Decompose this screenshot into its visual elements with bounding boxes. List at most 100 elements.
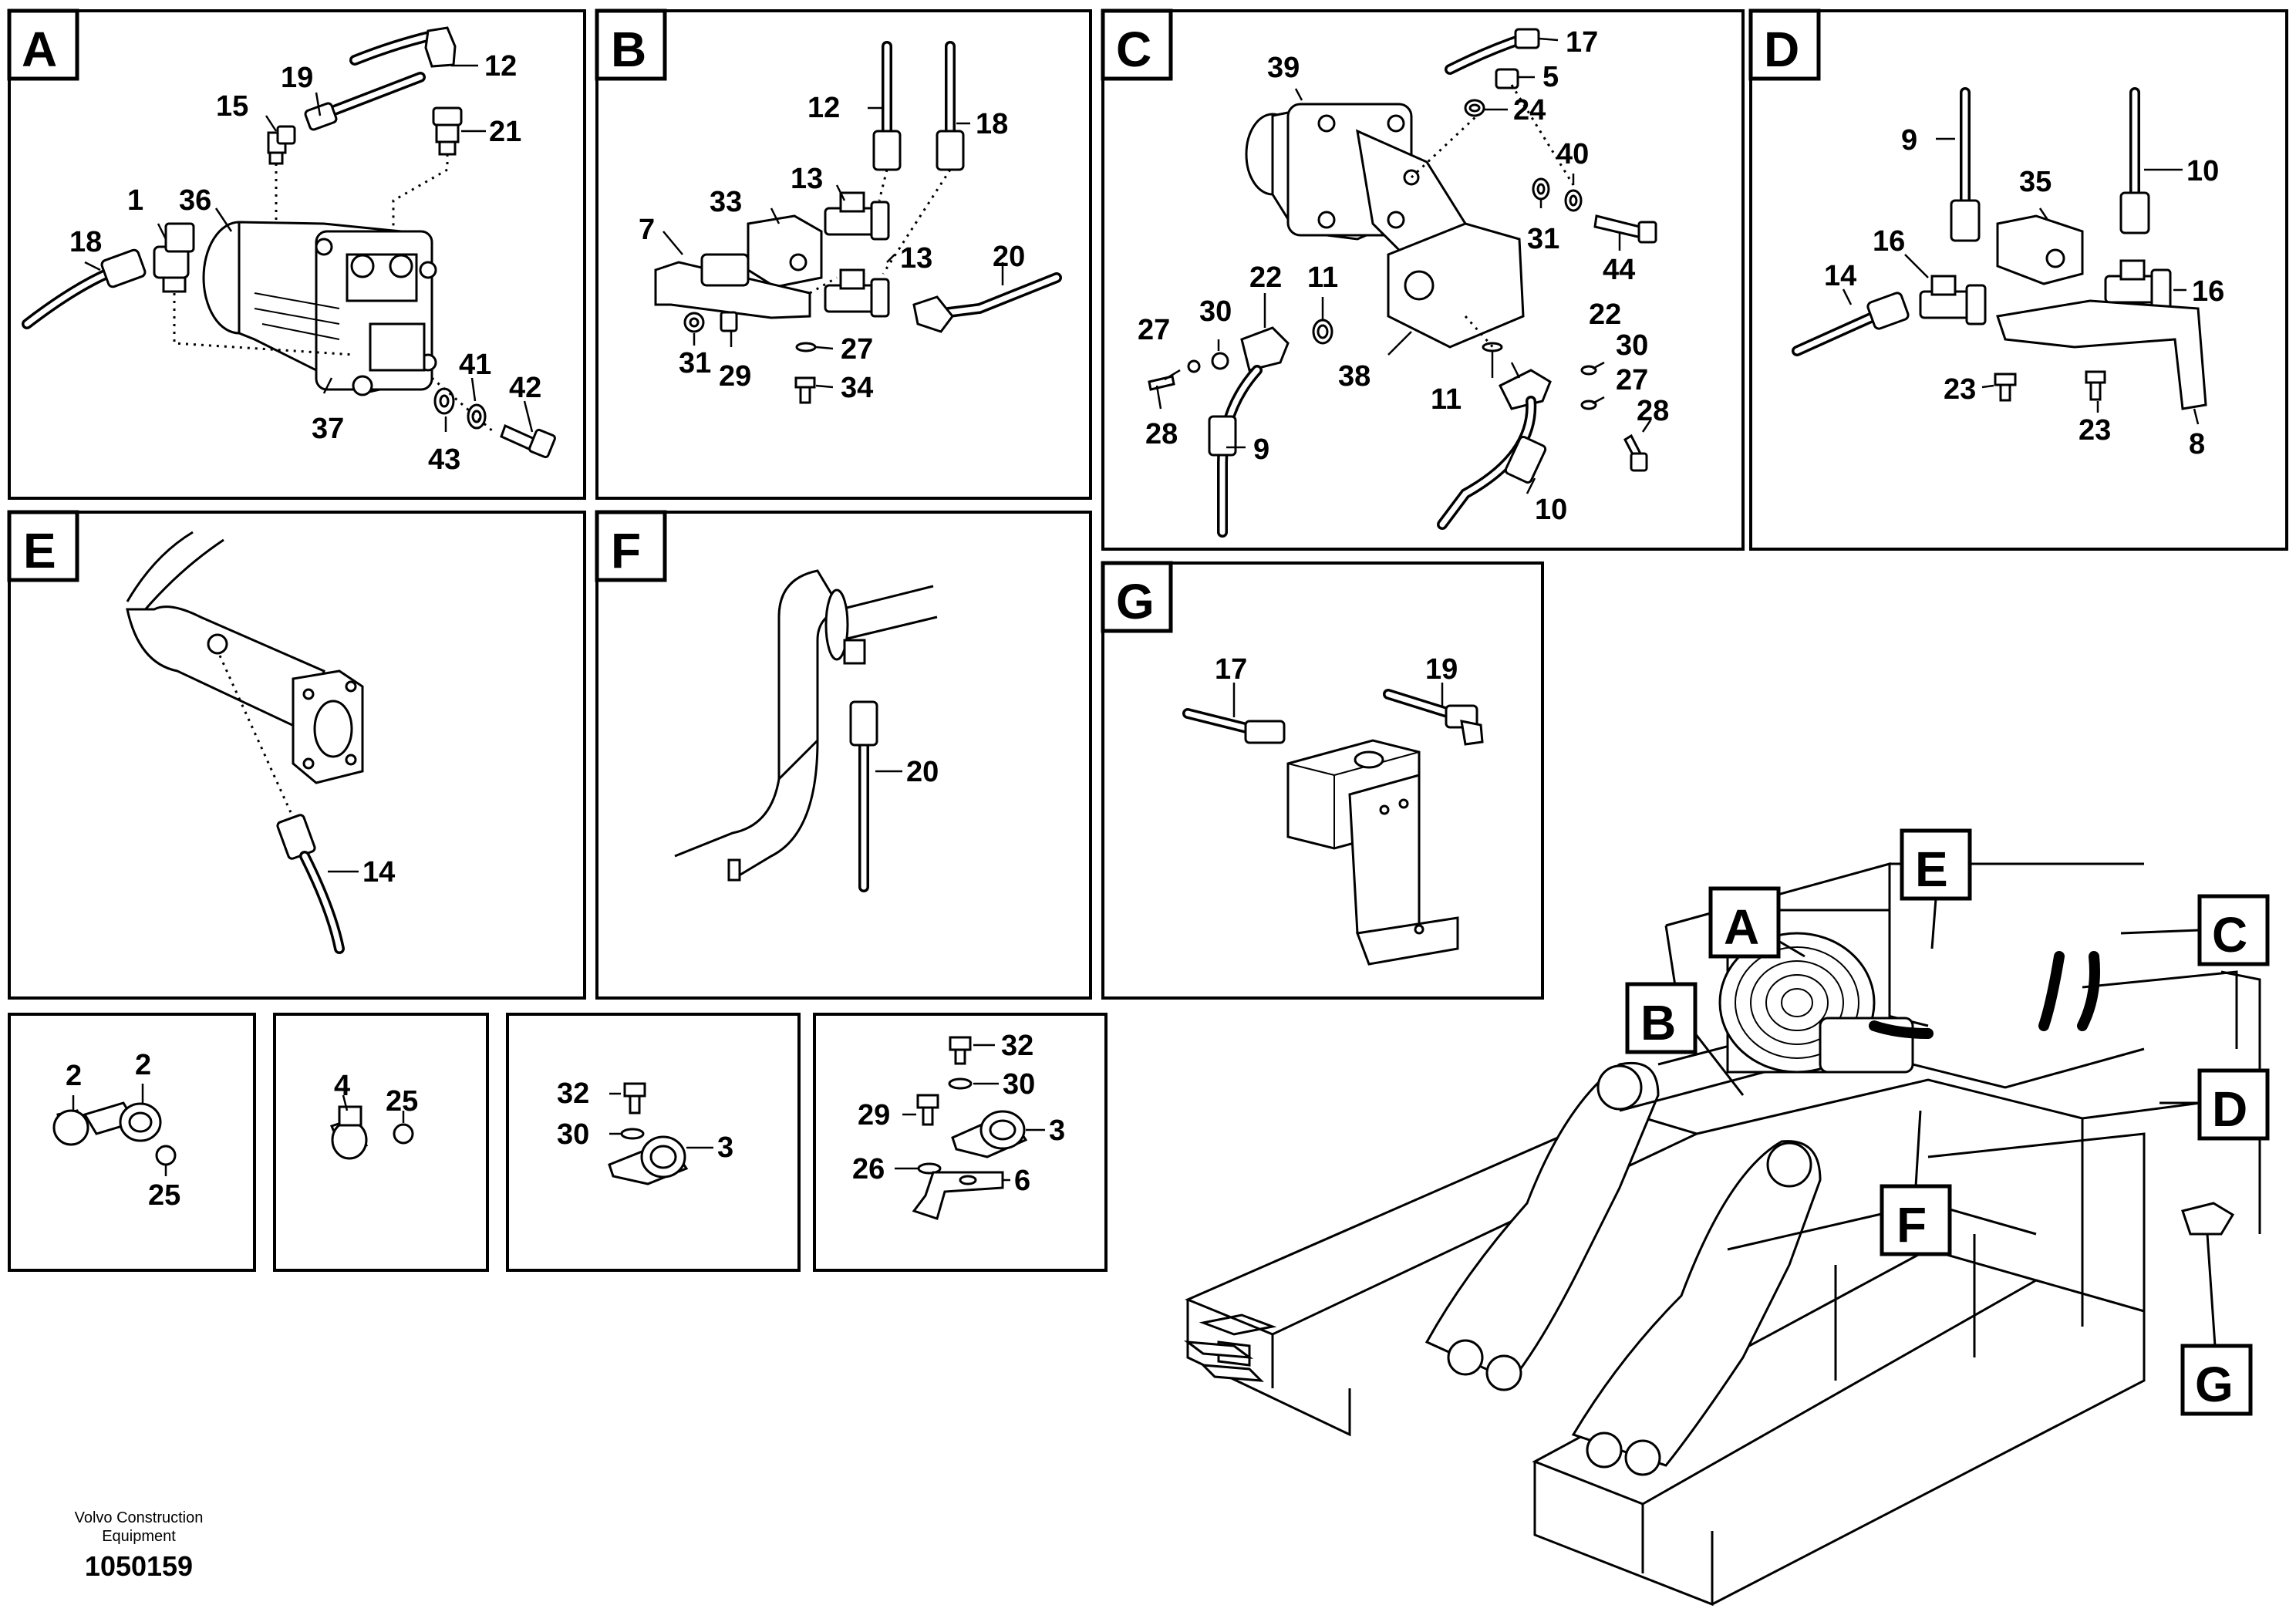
- label-d-8: 8: [2189, 428, 2205, 460]
- callout-e: E: [1900, 828, 1972, 949]
- label-c-31: 31: [1527, 223, 1559, 255]
- label-b-33: 33: [710, 186, 742, 218]
- label-c-39: 39: [1267, 52, 1300, 84]
- label-c-17: 17: [1566, 26, 1598, 59]
- callout-c: C: [2120, 894, 2270, 966]
- label-b-18: 18: [976, 108, 1008, 140]
- label-a-37: 37: [312, 413, 344, 445]
- panel-b: B: [595, 8, 1092, 500]
- panel-a: A: [7, 8, 586, 500]
- panel-a-letter: A: [22, 22, 57, 77]
- label-b-12: 12: [807, 92, 840, 124]
- label-c-40: 40: [1556, 138, 1589, 170]
- label-c-5: 5: [1542, 61, 1559, 93]
- company-name: Volvo Construction Equipment: [46, 1509, 231, 1546]
- label-s3-30: 30: [557, 1118, 589, 1151]
- machine-frame-overview: [1183, 862, 2261, 1607]
- label-b-13: 13: [791, 163, 823, 195]
- drawing-number: 1050159: [84, 1550, 194, 1582]
- label-b-7: 7: [639, 214, 655, 246]
- label-b-29: 29: [719, 360, 751, 393]
- panel-d-letter: D: [1764, 22, 1799, 77]
- label-a-36: 36: [179, 184, 211, 217]
- label-s4-30: 30: [1003, 1068, 1035, 1101]
- label-c-30b: 30: [1616, 329, 1648, 362]
- callout-b: B: [1625, 982, 1745, 1096]
- label-s1-2b: 2: [135, 1049, 151, 1081]
- label-a-18: 18: [69, 226, 102, 258]
- callout-e-letter: E: [1915, 841, 1948, 897]
- panel-c: C: [1101, 8, 1745, 551]
- hose-18: [22, 248, 147, 329]
- callout-f-letter: F: [1896, 1197, 1927, 1253]
- callout-f: F: [1880, 1110, 1952, 1256]
- label-s4-32: 32: [1001, 1030, 1033, 1062]
- callout-g-letter: G: [2195, 1357, 2234, 1412]
- label-s4-3: 3: [1049, 1114, 1065, 1147]
- callout-a-letter: A: [1724, 899, 1759, 955]
- label-a-19: 19: [281, 62, 313, 94]
- label-f-20: 20: [906, 756, 939, 788]
- label-a-41: 41: [459, 349, 491, 381]
- label-d-9: 9: [1901, 124, 1917, 157]
- label-b-27: 27: [841, 333, 873, 366]
- label-c-27b: 27: [1616, 364, 1648, 396]
- label-c-44: 44: [1603, 254, 1635, 286]
- label-a-15: 15: [216, 90, 248, 123]
- label-d-14: 14: [1824, 260, 1856, 292]
- panel-e-letter: E: [23, 523, 56, 578]
- elbow-fitting-1: [153, 222, 195, 293]
- panel-clamp-3-6: 32 30 29 3 26 6: [813, 1013, 1108, 1272]
- label-b-13b: 13: [900, 242, 932, 275]
- label-a-42: 42: [509, 372, 541, 404]
- label-c-11b: 11: [1431, 383, 1462, 416]
- label-c-10: 10: [1535, 494, 1567, 526]
- label-d-23b: 23: [2079, 414, 2111, 447]
- label-a-12: 12: [484, 50, 517, 83]
- panel-clamp-2-25: 2 2 25: [8, 1013, 256, 1272]
- panel-g-letter: G: [1116, 574, 1155, 629]
- callout-a: A: [1708, 886, 1805, 959]
- panel-c-letter: C: [1116, 22, 1151, 77]
- panel-f: F 20: [595, 510, 1092, 1000]
- label-s3-3: 3: [717, 1131, 733, 1164]
- label-c-38: 38: [1338, 360, 1371, 393]
- callout-c-letter: C: [2212, 907, 2247, 963]
- label-c-9: 9: [1253, 433, 1269, 466]
- label-s4-26: 26: [852, 1153, 885, 1185]
- label-a-43: 43: [428, 443, 460, 476]
- callout-b-letter: B: [1640, 995, 1676, 1050]
- label-s2-4: 4: [334, 1070, 350, 1102]
- label-s3-32: 32: [557, 1077, 589, 1110]
- label-d-35: 35: [2019, 166, 2052, 198]
- label-d-16: 16: [1873, 225, 1905, 258]
- label-d-10: 10: [2186, 155, 2219, 187]
- label-d-16b: 16: [2192, 275, 2224, 308]
- label-c-28b: 28: [1637, 395, 1669, 427]
- company-line-2: Equipment: [102, 1528, 176, 1545]
- panel-f-letter: F: [611, 523, 641, 578]
- label-c-27: 27: [1138, 314, 1170, 346]
- panel-clamp-3-32-30: 32 30 3: [506, 1013, 801, 1272]
- label-b-20: 20: [993, 241, 1025, 273]
- label-a-1: 1: [127, 184, 143, 217]
- company-line-1: Volvo Construction: [74, 1509, 204, 1526]
- label-e-14: 14: [362, 856, 395, 889]
- label-s1-2: 2: [66, 1060, 82, 1092]
- callout-d: D: [2159, 1068, 2270, 1141]
- elbow-fitting-15: [267, 125, 296, 165]
- label-c-22: 22: [1249, 261, 1282, 294]
- label-b-34: 34: [841, 372, 873, 404]
- label-s1-25: 25: [148, 1179, 180, 1212]
- label-c-28: 28: [1145, 418, 1178, 450]
- label-s4-29: 29: [858, 1099, 890, 1131]
- panel-e: E 14: [7, 510, 586, 1000]
- label-g-19: 19: [1425, 653, 1458, 686]
- label-a-21: 21: [489, 116, 521, 148]
- panel-clamp-4-25: 4 25: [273, 1013, 489, 1272]
- label-c-22b: 22: [1589, 298, 1621, 331]
- panel-b-letter: B: [611, 22, 646, 77]
- label-c-24: 24: [1513, 94, 1546, 126]
- callout-g: G: [2180, 1233, 2253, 1416]
